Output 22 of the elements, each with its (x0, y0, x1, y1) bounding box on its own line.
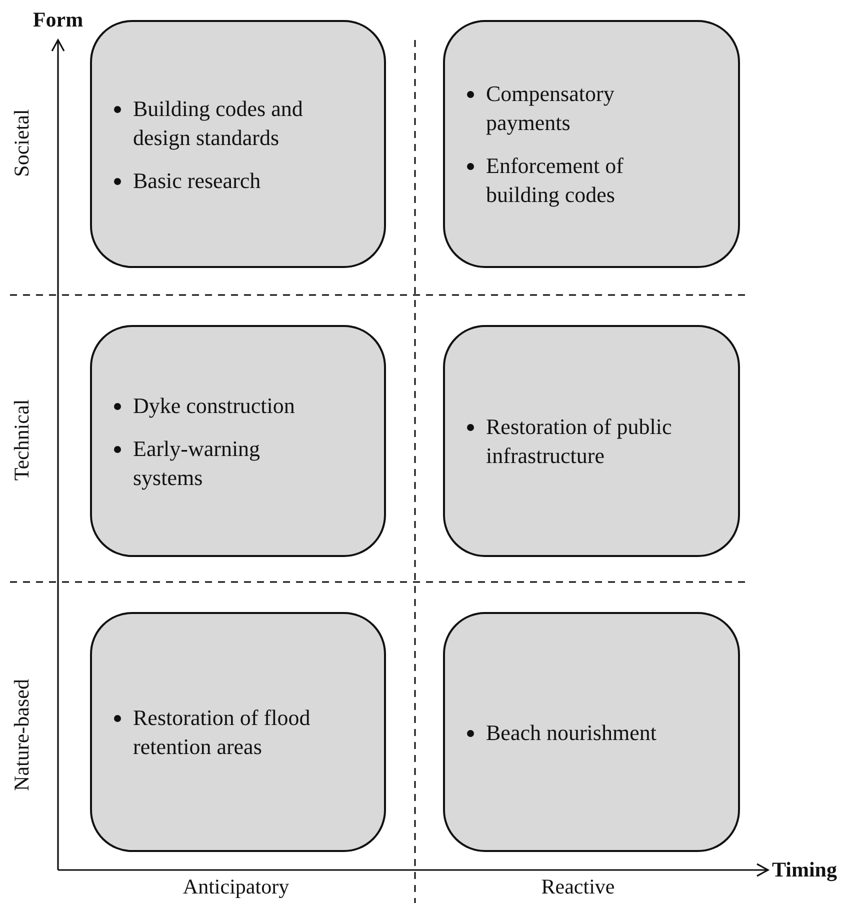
row-label: Technical (10, 399, 34, 481)
list-item: Enforcement of building codes (486, 152, 624, 209)
rounded-box (443, 325, 740, 557)
row-label: Societal (10, 109, 34, 177)
axis-title: Timing (772, 858, 837, 882)
rounded-box (90, 325, 386, 557)
list-item: Basic research (133, 166, 261, 194)
list-item: Early-warning systems (133, 434, 262, 492)
list-item: Restoration of flood retention areas (133, 704, 312, 761)
row-label: Nature-based (10, 679, 34, 791)
rounded-box (90, 20, 386, 268)
rounded-box (90, 612, 386, 852)
list-item: Dyke construction (133, 392, 295, 420)
list-item: Beach nourishment (486, 718, 656, 746)
list-item: Restoration of public infrastructure (486, 413, 673, 470)
axis-title: Form (32, 8, 84, 32)
column-label: Reactive (541, 874, 615, 900)
rounded-box (443, 612, 740, 852)
column-label: Anticipatory (182, 874, 290, 900)
list-item: Building codes and design standards (133, 94, 304, 152)
list-item: Compensatory payments (486, 80, 616, 137)
rounded-box (443, 20, 740, 268)
